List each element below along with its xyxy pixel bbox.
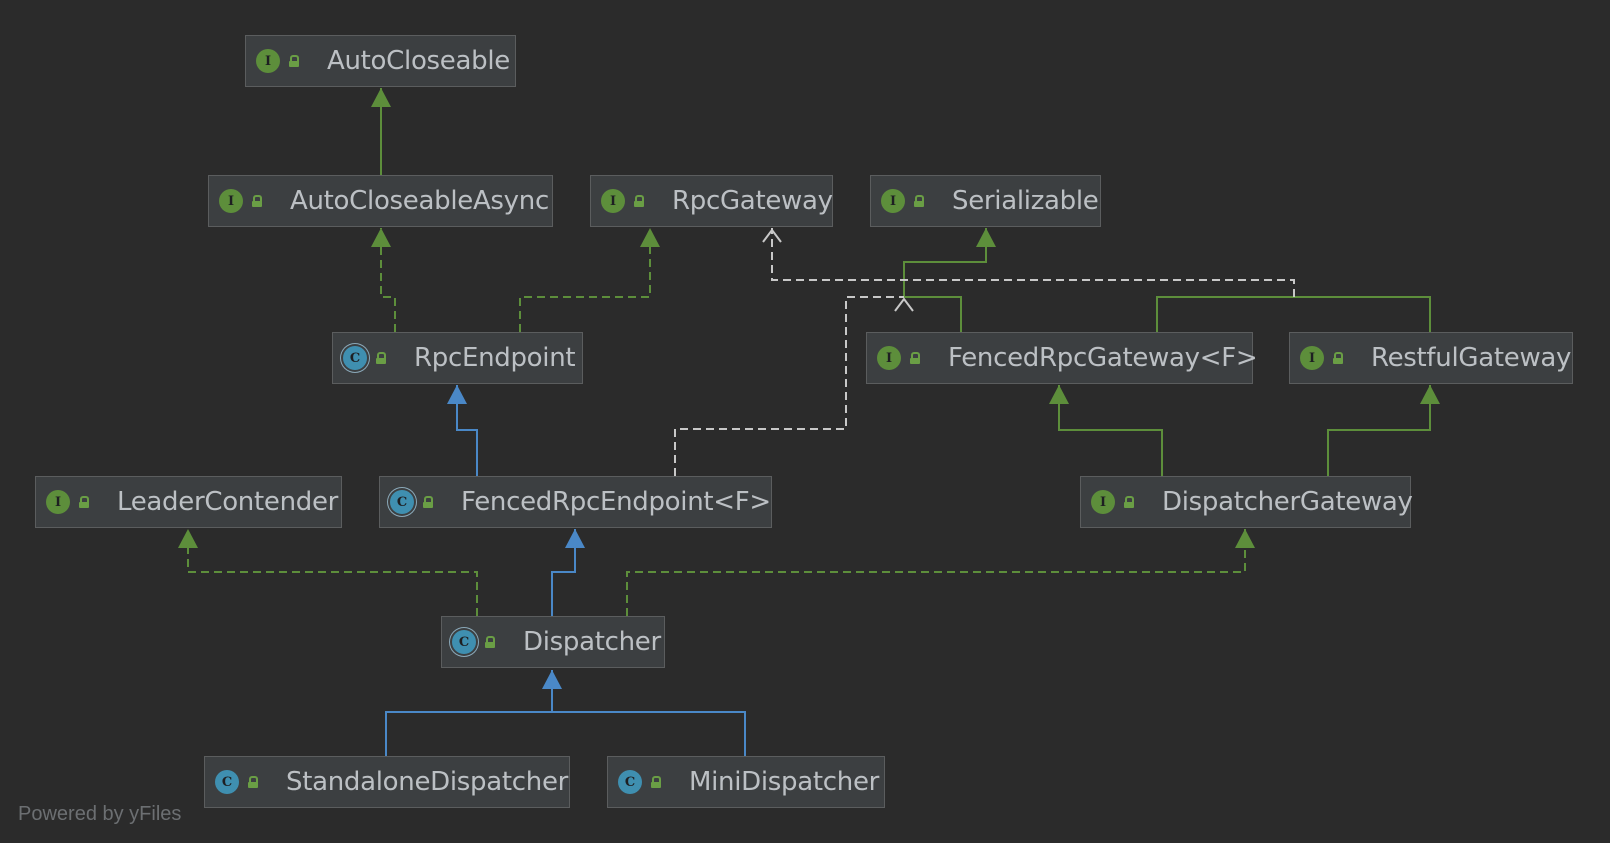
edge-line <box>674 296 904 476</box>
interface-icon: I <box>881 189 905 213</box>
public-access-icon <box>289 55 299 67</box>
edge-RpcEndpoint-to-AutoCloseableAsync <box>371 228 396 332</box>
abstract-class-icon: C <box>343 346 367 370</box>
edge-StandaloneDispatcher-to-Dispatcher <box>385 670 562 756</box>
interface-icon: I <box>1300 346 1324 370</box>
node-label: AutoCloseableAsync <box>290 186 549 216</box>
public-access-icon <box>79 496 89 508</box>
node-auto-closeable[interactable]: I AutoCloseable <box>245 35 516 87</box>
public-access-icon <box>910 352 920 364</box>
powered-by-label: Powered by yFiles <box>18 803 182 825</box>
arrowhead <box>178 529 198 548</box>
public-access-icon <box>914 195 924 207</box>
node-label: FencedRpcGateway<F> <box>948 343 1258 373</box>
edge-FencedRpcGateway-to-Serializable <box>762 228 1295 297</box>
arrowhead <box>640 228 660 247</box>
edge-RpcEndpoint-to-RpcGateway <box>519 228 660 332</box>
node-label: AutoCloseable <box>327 46 510 76</box>
node-label: LeaderContender <box>117 487 339 517</box>
edge-Dispatcher-to-DispatcherGateway <box>626 529 1255 616</box>
arrowhead <box>447 385 467 404</box>
edge-FencedRpcEndpoint-to-Serializable <box>674 296 914 476</box>
public-access-icon <box>634 195 644 207</box>
arrowhead <box>1049 385 1069 404</box>
edge-line <box>771 228 1295 297</box>
interface-icon: I <box>46 490 70 514</box>
edge-line <box>380 228 396 332</box>
public-access-icon <box>376 352 386 364</box>
class-icon: C <box>215 770 239 794</box>
arrowhead <box>565 529 585 548</box>
edge-line <box>1058 385 1163 476</box>
edge-line <box>187 529 478 616</box>
abstract-class-icon: C <box>390 490 414 514</box>
class-icon: C <box>618 770 642 794</box>
node-label: StandaloneDispatcher <box>286 767 569 797</box>
edge-line <box>626 529 1246 616</box>
node-auto-closeable-async[interactable]: I AutoCloseableAsync <box>208 175 553 227</box>
edge-Dispatcher-to-FencedRpcEndpoint <box>551 529 585 616</box>
edge-line <box>1156 296 1431 332</box>
node-leader-contender[interactable]: I LeaderContender <box>35 476 342 528</box>
node-mini-dispatcher[interactable]: C MiniDispatcher <box>607 756 885 808</box>
edge-AutoCloseableAsync-to-AutoCloseable <box>371 88 391 175</box>
public-access-icon <box>1124 496 1134 508</box>
edge-line <box>519 228 651 332</box>
edge-line <box>1327 385 1431 476</box>
node-standalone-dispatcher[interactable]: C StandaloneDispatcher <box>204 756 570 808</box>
open-arrowhead <box>894 297 914 312</box>
arrowhead <box>1420 385 1440 404</box>
edge-line <box>456 385 478 476</box>
node-label: RpcEndpoint <box>414 343 576 373</box>
edge-Dispatcher-to-LeaderContender <box>178 529 478 616</box>
arrowhead <box>371 228 391 247</box>
abstract-class-icon: C <box>452 630 476 654</box>
arrowhead <box>542 670 562 689</box>
public-access-icon <box>485 636 495 648</box>
public-access-icon <box>1333 352 1343 364</box>
node-fenced-rpc-gateway[interactable]: I FencedRpcGateway<F> <box>866 332 1258 384</box>
node-serializable[interactable]: I Serializable <box>870 175 1101 227</box>
public-access-icon <box>252 195 262 207</box>
edge-line <box>552 711 746 756</box>
arrowhead <box>976 228 996 247</box>
edge-DispatcherGateway-to-FencedRpcGateway <box>1049 385 1163 476</box>
arrowhead <box>371 88 391 107</box>
edge-DispatcherGateway-to-RestfulGateway <box>1327 385 1440 476</box>
interface-icon: I <box>601 189 625 213</box>
edge-RestfulGateway-to-RpcGateway <box>1156 296 1431 332</box>
edge-MiniDispatcher-to-Dispatcher <box>552 711 746 756</box>
interface-icon: I <box>1091 490 1115 514</box>
edge-line <box>551 529 576 616</box>
node-label: RestfulGateway <box>1371 343 1572 373</box>
open-arrowhead <box>762 228 782 243</box>
arrowhead <box>1235 529 1255 548</box>
interface-icon: I <box>877 346 901 370</box>
node-dispatcher-gateway[interactable]: I DispatcherGateway <box>1080 476 1413 528</box>
node-rpc-gateway[interactable]: I RpcGateway <box>590 175 833 227</box>
node-dispatcher[interactable]: C Dispatcher <box>441 616 665 668</box>
public-access-icon <box>248 776 258 788</box>
node-label: Serializable <box>952 186 1099 216</box>
node-label: MiniDispatcher <box>689 767 880 797</box>
node-rpc-endpoint[interactable]: C RpcEndpoint <box>332 332 583 384</box>
node-restful-gateway[interactable]: I RestfulGateway <box>1289 332 1573 384</box>
edge-line <box>385 670 553 756</box>
interface-icon: I <box>256 49 280 73</box>
node-label: Dispatcher <box>523 627 661 657</box>
public-access-icon <box>423 496 433 508</box>
node-fenced-rpc-endpoint[interactable]: C FencedRpcEndpoint<F> <box>379 476 772 528</box>
node-label: FencedRpcEndpoint<F> <box>461 487 771 517</box>
edge-FencedRpcEndpoint-to-RpcEndpoint <box>447 385 478 476</box>
node-label: DispatcherGateway <box>1162 487 1413 517</box>
node-label: RpcGateway <box>672 186 833 216</box>
interface-icon: I <box>219 189 243 213</box>
public-access-icon <box>651 776 661 788</box>
